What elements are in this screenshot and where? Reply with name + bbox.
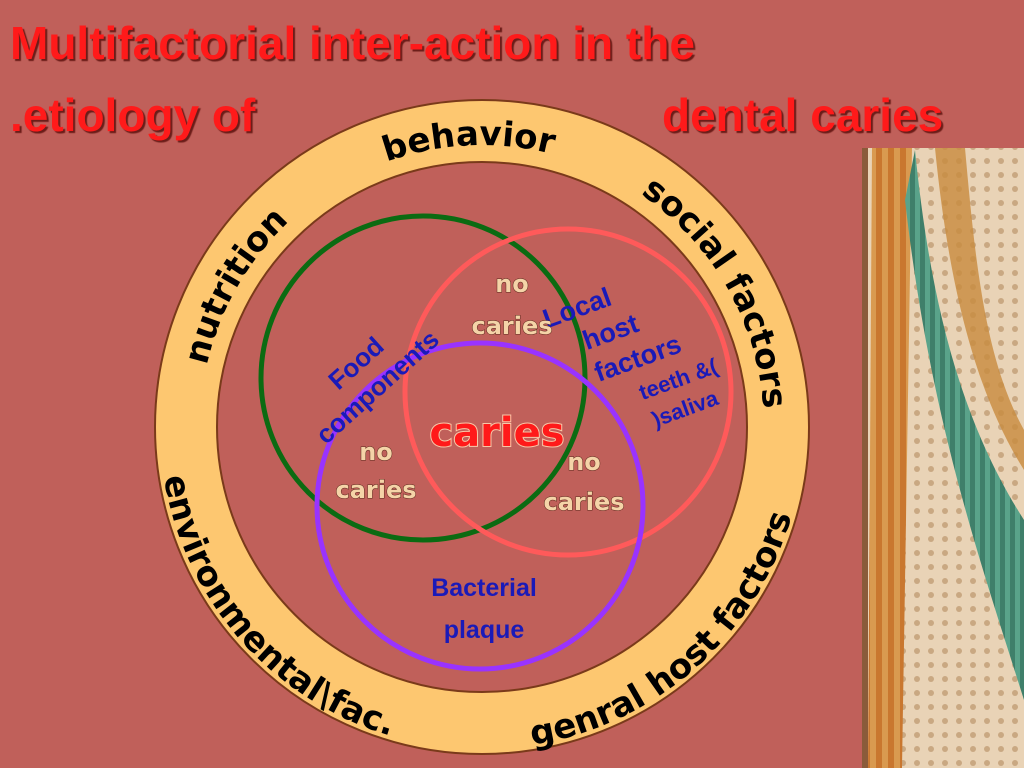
curtain-fold-gold bbox=[935, 148, 1024, 470]
circle-local-host-factors bbox=[402, 226, 734, 558]
circle-food-components bbox=[258, 213, 588, 543]
title-line-2-left: .etiology of bbox=[10, 89, 256, 141]
overlap-left-line2: caries bbox=[335, 476, 416, 504]
overlap-center-caries: caries bbox=[429, 410, 564, 456]
title-line-2-right: dental caries bbox=[662, 89, 944, 141]
curtain-fold-teal bbox=[905, 150, 1024, 700]
overlap-right-line2: caries bbox=[543, 488, 624, 516]
label-local-host-factors: Local host factors teeth &( )saliva bbox=[539, 282, 722, 432]
inner-ring-border bbox=[216, 161, 748, 693]
bacteria-label-line2: plaque bbox=[444, 616, 525, 644]
overlap-top-line1: no bbox=[495, 270, 529, 298]
overlap-top-line2: caries bbox=[471, 312, 552, 340]
overlap-left-line1: no bbox=[359, 438, 393, 466]
outer-ring-border bbox=[154, 99, 810, 755]
curtain-edge bbox=[862, 148, 868, 768]
outer-ring bbox=[155, 100, 809, 754]
circle-bacterial-plaque bbox=[314, 340, 646, 672]
curtain-stripe-left bbox=[868, 148, 912, 768]
bacteria-label-line1: Bacterial bbox=[431, 574, 537, 602]
overlap-right-line1: no bbox=[567, 448, 601, 476]
title-line-1: Multifactorial inter-action in the bbox=[10, 17, 695, 69]
